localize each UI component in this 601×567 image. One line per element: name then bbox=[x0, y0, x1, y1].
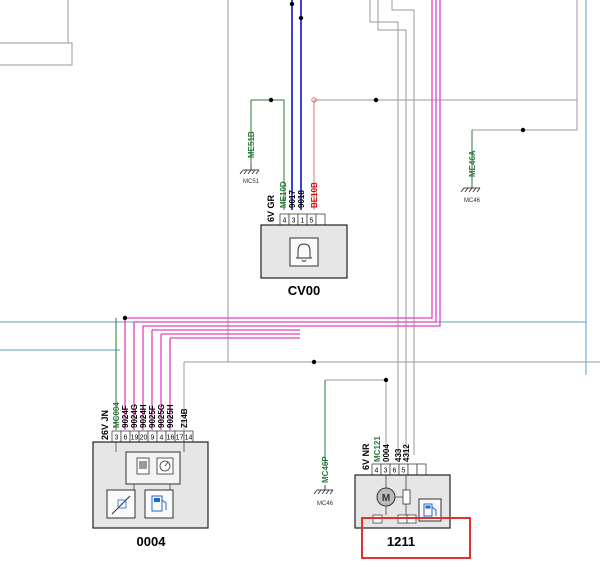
connector-type-label: 6V NR bbox=[361, 443, 371, 470]
wire-label: 9025F bbox=[148, 405, 157, 428]
ground-point-label: MC46 bbox=[317, 501, 334, 507]
gray-right-ground-link bbox=[472, 100, 578, 131]
component-name: 1211 bbox=[387, 534, 415, 549]
wire-label: 9024F bbox=[121, 405, 130, 428]
wire-label: 9017 bbox=[288, 190, 297, 208]
cv00-wires bbox=[250, 0, 315, 210]
junction-dot bbox=[383, 377, 389, 383]
ground-cv00: MC51 ME51B bbox=[239, 131, 260, 185]
wire-label: 433 bbox=[394, 448, 403, 462]
junction-ring bbox=[311, 97, 317, 103]
bell-icon-glyph bbox=[296, 243, 312, 262]
junction-dot bbox=[289, 1, 295, 7]
c0004-wire-labels: MC004 9024F 9024G 9024H 9025F 9025G 9025… bbox=[112, 402, 189, 428]
ground-wire-label: ME46A bbox=[468, 150, 477, 177]
pin-number: 17 bbox=[176, 435, 184, 442]
pin-number: 9 bbox=[151, 435, 155, 442]
can-bus-wires bbox=[124, 0, 441, 430]
c1211-wires bbox=[324, 0, 415, 465]
gray-top-right bbox=[314, 0, 578, 101]
wire-label: MC121 bbox=[373, 436, 382, 462]
c1211-pins: 4 3 6 5 bbox=[371, 463, 427, 476]
wire-label: 9025H bbox=[166, 404, 175, 428]
wire-label: BE10B bbox=[310, 182, 319, 208]
pin-number: 3 bbox=[292, 218, 296, 225]
pin-number: 4 bbox=[160, 435, 164, 442]
pin-number: 5 bbox=[402, 468, 406, 475]
wire-433 bbox=[369, 0, 399, 455]
wire-label: 0004 bbox=[382, 444, 391, 462]
wire-me10d bbox=[271, 99, 285, 210]
pin-number: 4 bbox=[375, 468, 379, 475]
ground-right: MC46 ME46A bbox=[460, 150, 481, 204]
display-icon bbox=[136, 457, 150, 475]
wire-label: 9024G bbox=[130, 404, 139, 428]
fuel-icon bbox=[144, 489, 174, 519]
component-0004[interactable]: 26V JN MC004 9024F 9024G 9024H 9025F 902… bbox=[92, 402, 209, 549]
pin-number: 20 bbox=[140, 435, 148, 442]
wire-label: Z14B bbox=[180, 408, 189, 428]
junction-dot bbox=[122, 315, 128, 321]
junction-dot bbox=[373, 97, 379, 103]
wire-label: 9018 bbox=[297, 190, 306, 208]
gauge-icon bbox=[156, 457, 174, 475]
connector-type-label: 6V GR bbox=[266, 194, 276, 222]
pin-number: 6 bbox=[124, 435, 128, 442]
junction-dot bbox=[298, 15, 304, 21]
ground-point-label: MC51 bbox=[243, 179, 260, 185]
fuel-pump-icon bbox=[418, 498, 442, 522]
pin-number: 4 bbox=[283, 218, 287, 225]
pin-number: 16 bbox=[167, 435, 175, 442]
component-cv00[interactable]: 6V GR ME10D 9017 9018 BE10B 4 3 1 5 CV00 bbox=[260, 181, 348, 298]
wire-label: 4312 bbox=[402, 444, 411, 462]
top-left-frame bbox=[0, 42, 73, 66]
highlight-box bbox=[361, 517, 471, 559]
pin-number: 3 bbox=[115, 435, 119, 442]
cv00-pins: 4 3 1 5 bbox=[279, 213, 326, 226]
junction-dot bbox=[268, 97, 274, 103]
wire-label: MC004 bbox=[112, 402, 121, 428]
svg-text:M: M bbox=[382, 493, 390, 504]
junctions bbox=[122, 1, 526, 383]
pin-number: 14 bbox=[185, 435, 193, 442]
junction-dot bbox=[311, 359, 317, 365]
wire-label: 9024H bbox=[139, 404, 148, 428]
component-name: CV00 bbox=[288, 283, 321, 298]
pin-number: 5 bbox=[310, 218, 314, 225]
wire-label: ME10D bbox=[279, 181, 288, 208]
connector-type-label: 26V JN bbox=[100, 410, 110, 440]
resistor-icon bbox=[395, 475, 411, 515]
c1211-wire-labels: MC121 0004 433 4312 bbox=[373, 436, 411, 462]
component-name: 0004 bbox=[137, 534, 167, 549]
cv00-wire-labels: ME10D 9017 9018 BE10B bbox=[279, 181, 319, 208]
ground-1211: MC46 MC46P bbox=[313, 456, 334, 507]
pin-number: 6 bbox=[393, 468, 397, 475]
wire-9024f bbox=[124, 0, 433, 430]
wiper-icon bbox=[106, 489, 136, 519]
ground-wire-label: ME51B bbox=[247, 131, 256, 158]
wire-aux bbox=[391, 0, 415, 455]
pin-number: 19 bbox=[131, 435, 139, 442]
wire-9024g bbox=[133, 0, 437, 430]
pin-number: 3 bbox=[384, 468, 388, 475]
wire-4312 bbox=[377, 0, 407, 455]
junction-dot bbox=[520, 127, 526, 133]
ground-wire-label: MC46P bbox=[321, 456, 330, 483]
pin-number: 1 bbox=[301, 218, 305, 225]
ground-point-label: MC46 bbox=[464, 198, 481, 204]
wire-9024h bbox=[142, 0, 441, 430]
wire-label: 9025G bbox=[157, 404, 166, 428]
c0004-pins: 3 6 19 20 9 4 16 17 14 bbox=[111, 430, 194, 443]
component-1211[interactable]: 6V NR MC121 0004 433 4312 4 3 6 5 M bbox=[354, 436, 451, 549]
